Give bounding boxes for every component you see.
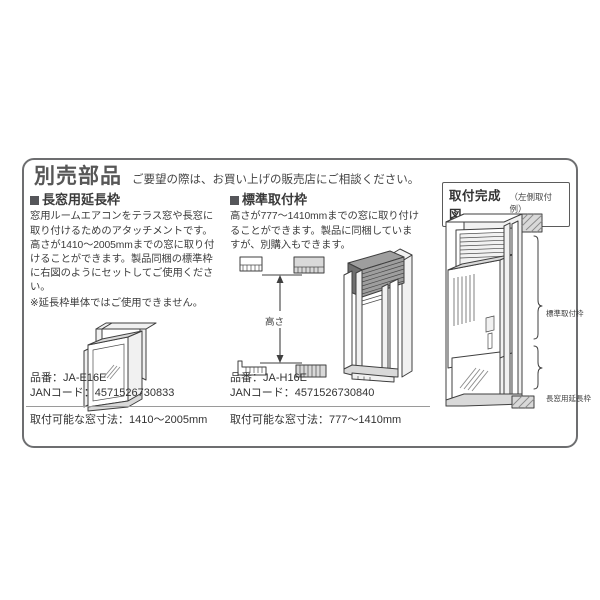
- completion-diagram-panel: 取付完成図 （左側取付例）: [442, 182, 591, 434]
- section-title-text: 長窓用延長枠: [42, 192, 121, 207]
- model-number: 品番：JA-H16E: [230, 372, 308, 385]
- window-height-diagram: [232, 255, 336, 381]
- window-height-svg: [237, 256, 327, 378]
- window-dimension: 取付可能な窓寸法：1410〜2005mm: [30, 414, 208, 426]
- installed-unit-svg: [445, 213, 543, 409]
- installed-unit-drawing: [442, 208, 570, 409]
- divider: [26, 406, 230, 407]
- extension-frame-drawing: [66, 315, 216, 412]
- page-title: 別売部品: [34, 165, 122, 188]
- product-codes: 品番：JA-H16E JANコード：4571526730840: [230, 371, 374, 401]
- section-long-window-extension-frame: 長窓用延長枠 窓用ルームエアコンをテラス窓や長窓に取り付けるためのアタッチメント…: [26, 192, 230, 443]
- height-dimension-label: 高さ: [264, 314, 286, 328]
- product-codes: 品番：JA-E16E JANコード：4571526730833: [30, 371, 174, 401]
- bullet-square-icon: [230, 195, 239, 205]
- jan-code: JANコード：4571526730833: [30, 387, 175, 400]
- standard-frame-drawing: [338, 243, 436, 385]
- sections-container: 長窓用延長枠 窓用ルームエアコンをテラス窓や長窓に取り付けるためのアタッチメント…: [26, 192, 440, 443]
- divider: [226, 406, 430, 407]
- section-body-text: 高さが777〜1410mmまでの窓に取り付けることができます。製品に同梱していま…: [230, 211, 419, 251]
- parts-panel: 別売部品 ご要望の際は、お買い上げの販売店にご相談ください。 長窓用延長枠 窓用…: [22, 158, 591, 448]
- ac-grille-icon: [453, 274, 475, 326]
- bullet-square-icon: [30, 195, 39, 205]
- callout-label-standard-frame: 標準取付枠: [546, 309, 584, 318]
- extension-frame-svg: [83, 322, 157, 412]
- standard-frame-svg: [343, 248, 413, 383]
- model-number: 品番：JA-E16E: [30, 372, 107, 385]
- section-standard-mounting-frame: 標準取付枠 高さが777〜1410mmまでの窓に取り付けることができます。製品に…: [226, 192, 430, 443]
- wall-hatch-icon: [521, 213, 543, 233]
- section-note-text: ※延長枠単体ではご使用できません。: [30, 297, 204, 309]
- header-subtitle: ご要望の際は、お買い上げの販売店にご相談ください。: [132, 173, 420, 186]
- section-body-text: 窓用ルームエアコンをテラス窓や長窓に取り付けるためのアタッチメントです。高さが1…: [30, 211, 215, 294]
- section-title: 標準取付枠: [230, 192, 430, 207]
- section-title: 長窓用延長枠: [30, 192, 230, 207]
- callout-label-extension-frame: 長窓用延長枠: [546, 394, 591, 403]
- window-dimension: 取付可能な窓寸法：777〜1410mm: [230, 414, 402, 426]
- completion-diagram-subtitle: （左側取付例）: [509, 192, 552, 214]
- section-title-text: 標準取付枠: [242, 192, 308, 207]
- panel-header: 別売部品 ご要望の際は、お買い上げの販売店にご相談ください。: [34, 166, 419, 187]
- glass-hatch-icon: [103, 364, 121, 380]
- jan-code: JANコード：4571526730840: [230, 387, 375, 400]
- lower-glass-hatch-icon: [459, 367, 489, 392]
